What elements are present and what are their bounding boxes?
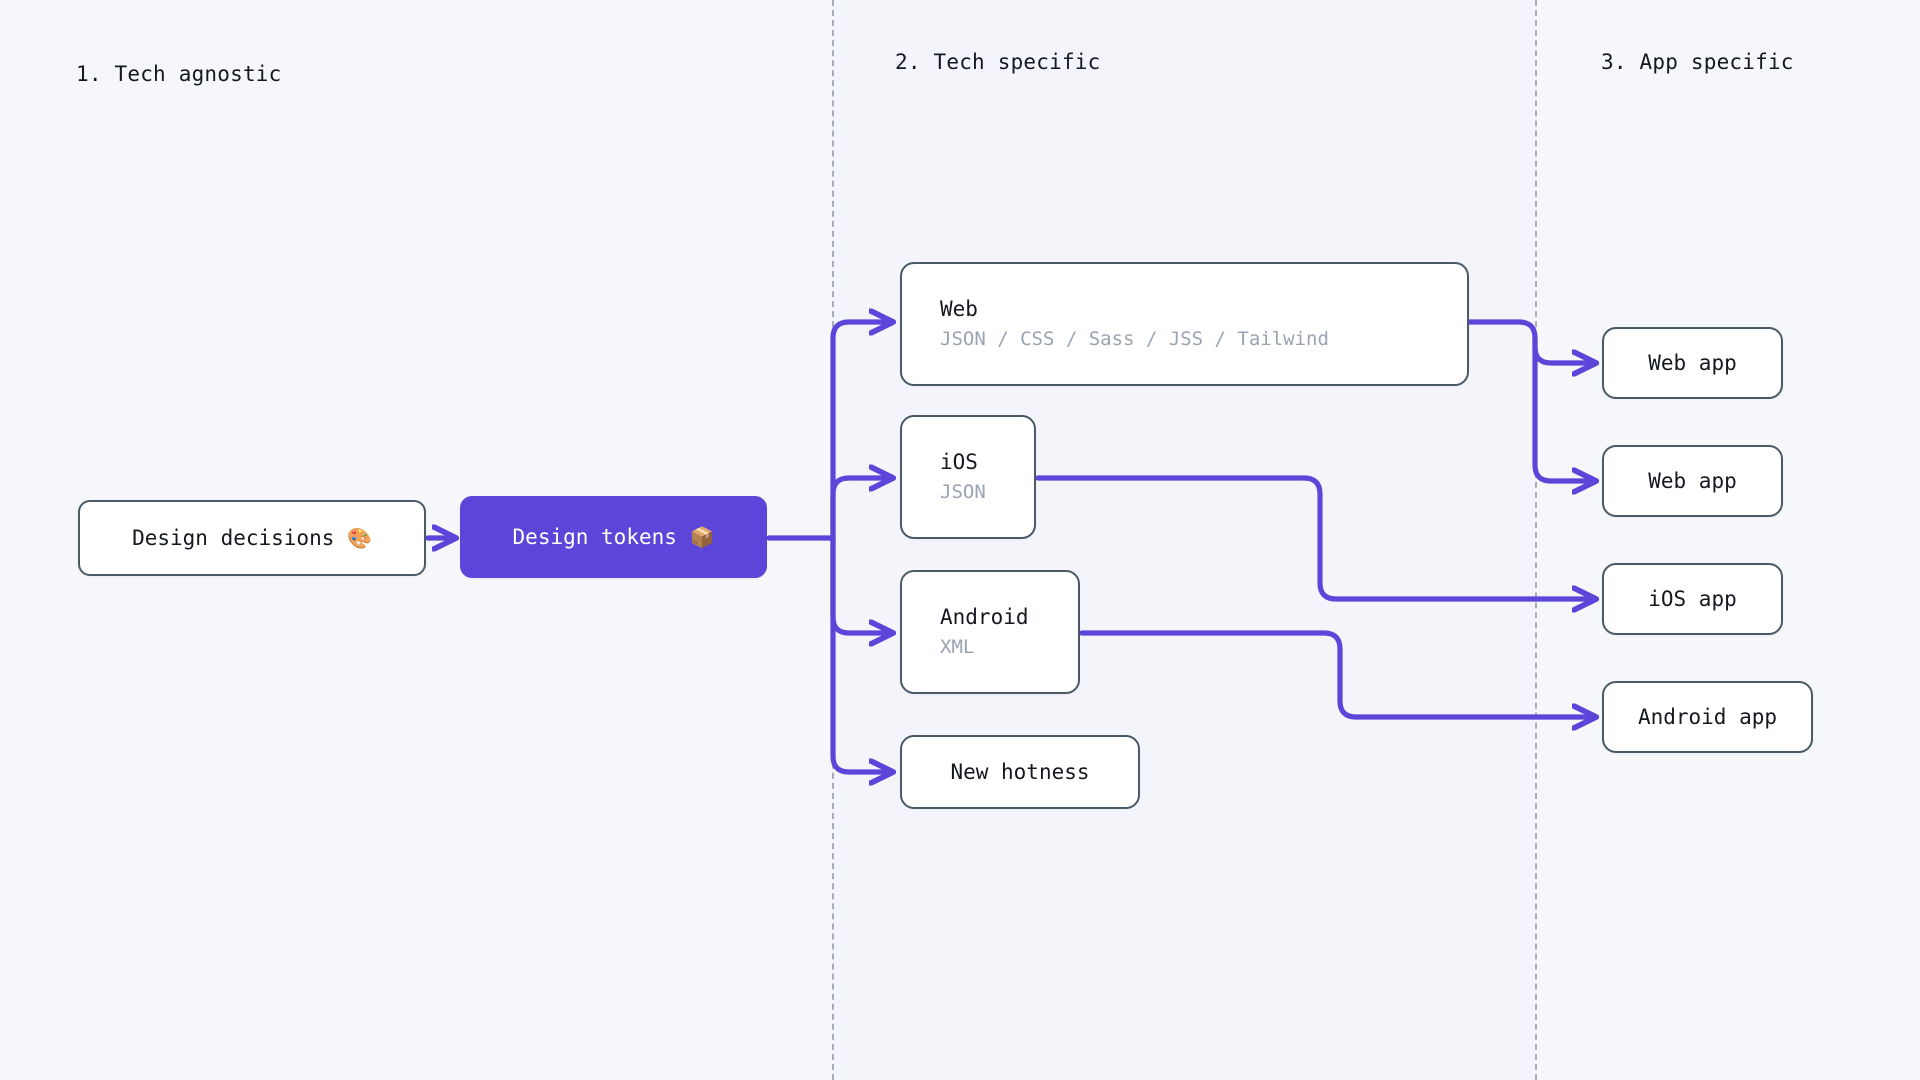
node-ios-app[interactable]: iOS app (1602, 563, 1783, 635)
node-android-app-label: Android app (1637, 704, 1778, 729)
node-ios-app-label: iOS app (1648, 586, 1737, 611)
package-emoji: 📦 (689, 524, 715, 549)
node-web[interactable]: Web JSON / CSS / Sass / JSS / Tailwind (900, 262, 1469, 386)
node-web-title: Web (940, 297, 978, 321)
node-design-tokens-label: Design tokens 📦 (512, 524, 715, 549)
node-ios[interactable]: iOS JSON (900, 415, 1036, 539)
edge-ios-to-iosapp (1035, 475, 1592, 599)
node-ios-title: iOS (940, 450, 978, 474)
node-ios-subtitle: JSON (940, 481, 986, 504)
edge-web-to-webapp-1 (1532, 335, 1592, 363)
node-android-app[interactable]: Android app (1602, 681, 1813, 753)
artist-palette-emoji: 🎨 (347, 525, 372, 550)
column-heading-tech-specific: 2. Tech specific (895, 50, 1101, 74)
edge-tokens-to-android (830, 535, 889, 633)
node-design-decisions[interactable]: Design decisions 🎨 (78, 500, 426, 576)
node-android-title: Android (940, 605, 1029, 629)
node-web-app-1[interactable]: Web app (1602, 327, 1783, 399)
node-new-hotness-label: New hotness (950, 759, 1090, 784)
column-heading-app-specific: 3. App specific (1601, 50, 1794, 74)
column-heading-tech-agnostic: 1. Tech agnostic (76, 62, 282, 86)
edge-tokens-to-ios (830, 478, 889, 541)
node-web-app-2[interactable]: Web app (1602, 445, 1783, 517)
column-band-app-specific (1535, 0, 1920, 1080)
edge-android-to-androidapp (1079, 630, 1592, 717)
edge-web-spine (1466, 319, 1538, 341)
node-web-app-1-label: Web app (1648, 350, 1737, 375)
node-design-decisions-label: Design decisions 🎨 (132, 525, 372, 550)
column-divider-2 (1535, 0, 1537, 1080)
node-web-app-2-label: Web app (1648, 468, 1737, 493)
node-android[interactable]: Android XML (900, 570, 1080, 694)
node-new-hotness[interactable]: New hotness (900, 735, 1140, 809)
edge-web-to-webapp-2 (1532, 335, 1592, 481)
column-band-tech-specific (832, 0, 1535, 1080)
node-android-subtitle: XML (940, 636, 975, 659)
node-web-subtitle: JSON / CSS / Sass / JSS / Tailwind (940, 328, 1329, 351)
node-design-tokens[interactable]: Design tokens 📦 (460, 496, 767, 578)
edge-tokens-to-new-hotness (830, 535, 889, 772)
edge-tokens-to-web (830, 322, 889, 541)
column-divider-1 (832, 0, 834, 1080)
